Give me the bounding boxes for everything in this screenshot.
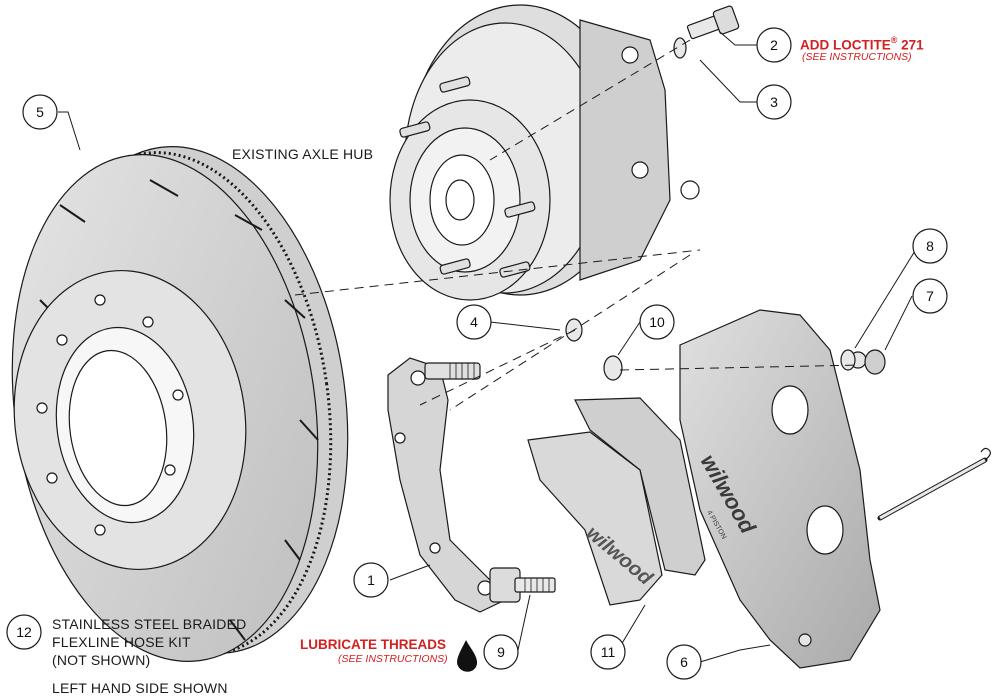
svg-text:5: 5	[36, 104, 44, 120]
loctite-note: ADD LOCTITE® 271	[800, 35, 924, 54]
svg-text:2: 2	[770, 37, 778, 53]
washer-3	[673, 37, 687, 59]
svg-text:12: 12	[16, 624, 32, 640]
callout-2: 2	[756, 27, 792, 63]
callout-8: 8	[912, 228, 948, 264]
loctite-number: 271	[897, 37, 924, 53]
callout-leaders	[58, 31, 919, 663]
washer-8	[840, 349, 856, 371]
note-line-2: FLEXLINE HOSE KIT	[52, 634, 191, 650]
registered-mark: ®	[890, 35, 898, 45]
callout-10: 10	[639, 304, 675, 340]
caliper-bracket	[387, 357, 506, 613]
brake-pads: wilwood	[527, 397, 706, 606]
lubricant-drop-icon	[457, 640, 478, 672]
loctite-label: ADD LOCTITE	[800, 37, 891, 53]
assembly-centerlines	[294, 39, 861, 411]
existing-axle-hub	[389, 4, 700, 301]
svg-text:7: 7	[926, 288, 934, 304]
pad-retaining-pin	[877, 447, 991, 521]
svg-text:9: 9	[497, 644, 505, 660]
callout-9: 9	[483, 634, 519, 670]
hub-label: EXISTING AXLE HUB	[232, 146, 374, 162]
callout-11: 11	[590, 634, 626, 670]
lubricate-instructions: (SEE INSTRUCTIONS)	[338, 653, 448, 665]
svg-text:4: 4	[470, 314, 478, 330]
svg-text:10: 10	[649, 314, 665, 330]
loctite-instructions: (SEE INSTRUCTIONS)	[802, 51, 912, 63]
brake-rotor	[11, 146, 349, 662]
svg-text:8: 8	[926, 238, 934, 254]
side-note: LEFT HAND SIDE SHOWN	[52, 680, 228, 696]
callout-12: 12	[6, 614, 42, 650]
svg-text:6: 6	[680, 654, 688, 670]
note-line-1: STAINLESS STEEL BRAIDED	[52, 616, 247, 632]
callout-5: 5	[22, 94, 58, 130]
lubricate-label: LUBRICATE THREADS	[300, 637, 446, 652]
mounting-bolt	[489, 567, 556, 603]
callout-4: 4	[456, 304, 492, 340]
callout-3: 3	[756, 84, 792, 120]
callout-7: 7	[912, 278, 948, 314]
brake-caliper: wilwood 4 PISTON	[679, 309, 881, 669]
lock-nut-7	[864, 349, 886, 375]
svg-text:1: 1	[367, 572, 375, 588]
callout-markers: 1 2 3 4 5 6 7 8 9 10 11 12	[6, 27, 948, 680]
washer-10	[603, 355, 623, 381]
note-line-3: (NOT SHOWN)	[52, 652, 151, 668]
callout-1: 1	[353, 562, 389, 598]
svg-text:11: 11	[601, 644, 616, 660]
callout-6: 6	[666, 644, 702, 680]
svg-text:3: 3	[770, 94, 778, 110]
caliper-bolt	[686, 5, 740, 40]
